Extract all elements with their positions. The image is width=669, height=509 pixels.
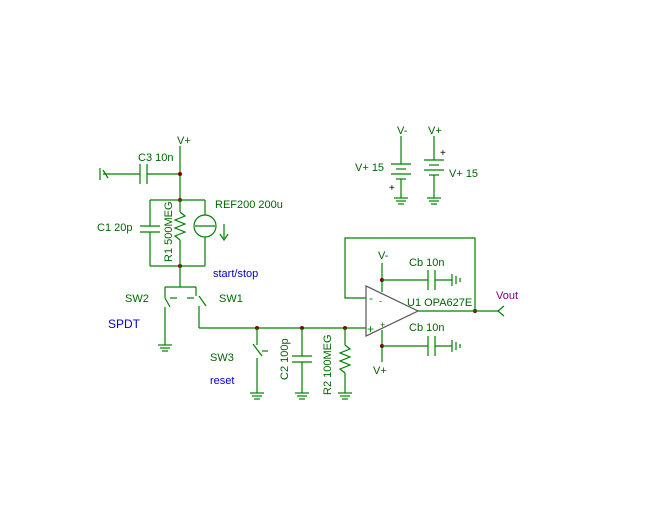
vminus-supply-label: V- <box>397 125 408 137</box>
c2-label: C2 100p <box>279 338 291 380</box>
cb-bottom-label: Cb 10n <box>409 322 444 334</box>
vplus15-right-label: V+ 15 <box>449 168 478 180</box>
vminus-op-label: V- <box>378 250 389 262</box>
r1-label: R1 500MEG <box>163 201 175 262</box>
sw3-label: SW3 <box>210 352 234 364</box>
ref200-label: REF200 200u <box>215 199 283 211</box>
r2-resistor <box>338 328 352 400</box>
c1-capacitor <box>140 200 160 266</box>
vout-terminal <box>497 305 505 317</box>
r1-resistor <box>173 200 187 266</box>
sw3-switch <box>250 328 268 400</box>
reset-label: reset <box>210 375 234 387</box>
vplus-supply-label: V+ <box>428 125 442 137</box>
vplus-op-label: V+ <box>373 365 387 377</box>
vout-label: Vout <box>496 290 518 302</box>
sw1-label: SW1 <box>219 293 243 305</box>
cb-bottom-capacitor <box>382 336 461 356</box>
vplus-supply-plus: + <box>440 148 446 159</box>
vplus15-left-label: V+ 15 <box>355 162 384 174</box>
ref200-source <box>193 200 229 266</box>
sw2-label: SW2 <box>125 293 149 305</box>
spdt-label: SPDT <box>108 317 141 331</box>
opamp-minus-sign: - <box>369 291 373 305</box>
vminus-supply-battery <box>391 136 411 205</box>
start-stop-label: start/stop <box>213 268 258 280</box>
sw1-switch <box>187 287 207 328</box>
vminus-supply-plus: + <box>389 183 395 194</box>
u1-label: U1 OPA627E <box>407 297 472 309</box>
vplus-supply-battery <box>424 136 444 205</box>
cb-top-capacitor <box>382 270 461 290</box>
feedback-wire <box>344 237 476 311</box>
node-c3 <box>178 172 182 176</box>
opamp-inner-minus: - <box>379 296 382 306</box>
cb-top-label: Cb 10n <box>409 257 444 269</box>
vplus-top-label: V+ <box>177 135 191 147</box>
c3-capacitor <box>99 164 180 184</box>
c2-capacitor <box>292 328 312 400</box>
sw2-switch <box>158 286 196 352</box>
c1-label: C1 20p <box>97 222 132 234</box>
opamp-inner-plus: + <box>380 320 385 330</box>
r2-label: R2 100MEG <box>322 334 334 395</box>
u1-opamp <box>365 285 420 337</box>
c3-label: C3 10n <box>138 152 173 164</box>
opamp-plus-sign: + <box>367 322 374 336</box>
